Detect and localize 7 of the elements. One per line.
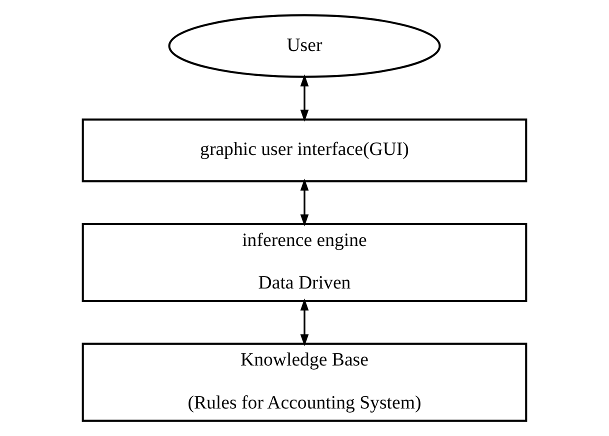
node-box: graphic user interface(GUI) [82,118,528,182]
node-box: Knowledge Base (Rules for Accounting System) [82,342,528,422]
node-box: inference engine Data Driven [82,222,528,302]
arrow [300,74,309,122]
arrow [300,298,309,346]
node-ellipse: User [168,14,441,78]
arrow [300,178,309,226]
